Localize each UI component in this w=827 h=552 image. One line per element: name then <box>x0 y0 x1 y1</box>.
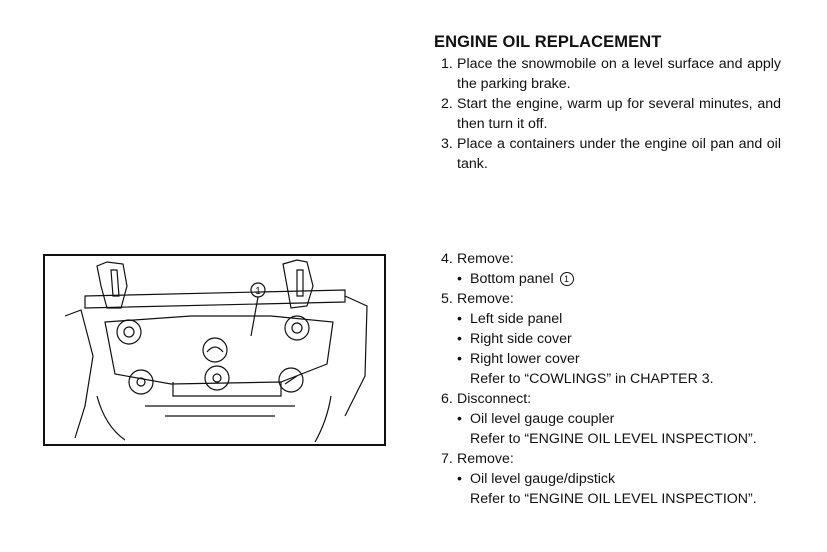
step-number: 6. <box>441 391 453 407</box>
item-text: Bottom panel <box>470 271 554 287</box>
bullet: • <box>457 411 462 427</box>
left-bracket-slot <box>110 269 120 297</box>
opening-lower-left <box>128 369 154 395</box>
step-7: 7. Remove: <box>441 449 781 469</box>
left-hose <box>96 395 126 441</box>
step-number: 2. <box>441 96 453 112</box>
step-5: 5. Remove: <box>441 289 781 309</box>
reference-note: Refer to “ENGINE OIL LEVEL INSPECTION”. <box>470 491 757 507</box>
callout-number: 1 <box>559 272 574 286</box>
step-number: 3. <box>441 136 453 152</box>
list-item: • Bottom panel 1 <box>441 269 781 289</box>
item-text: Right lower cover <box>470 351 580 367</box>
step-number: 7. <box>441 451 453 467</box>
step-text: Start the engine, warm up for several mi… <box>457 96 781 132</box>
right-bracket-slot <box>296 269 304 297</box>
right-bracket <box>282 259 314 309</box>
frame-bar <box>84 289 346 309</box>
callout-leader-line <box>250 296 259 337</box>
item-text: Right side cover <box>470 331 572 347</box>
callout-label: 1 <box>255 286 261 297</box>
opening-center <box>202 337 228 363</box>
bolt-icon <box>136 377 146 387</box>
step-1: 1. Place the snowmobile on a level surfa… <box>441 54 781 94</box>
left-side-outline <box>64 309 94 439</box>
reference-note: Refer to “ENGINE OIL LEVEL INSPECTION”. <box>470 431 757 447</box>
step-number: 4. <box>441 251 453 267</box>
step-text: Place a containers under the engine oil … <box>457 136 781 172</box>
list-item: • Oil level gauge coupler <box>441 409 781 429</box>
opening-lower-center <box>204 365 230 391</box>
reference-note: Refer to “COWLINGS” in CHAPTER 3. <box>470 371 714 387</box>
item-text: Oil level gauge/dipstick <box>470 471 616 487</box>
bottom-panel-illustration: 1 <box>43 254 386 446</box>
step-4: 4. Remove: <box>441 249 781 269</box>
bolt-icon <box>212 373 222 383</box>
opening-upper-right <box>284 315 310 341</box>
left-bracket <box>96 261 128 309</box>
list-item: • Right lower cover <box>441 349 781 369</box>
opening-lower-right <box>278 367 304 393</box>
step-3: 3. Place a containers under the engine o… <box>441 134 781 174</box>
bolt-icon <box>123 326 135 338</box>
bullet: • <box>457 471 462 487</box>
step-text: Remove: <box>457 291 514 307</box>
bottom-panel <box>104 315 334 385</box>
right-hose <box>314 395 332 443</box>
undercarriage-lines <box>145 405 295 417</box>
step-text: Place the snowmobile on a level surface … <box>457 56 781 92</box>
bullet: • <box>457 351 462 367</box>
step-text: Remove: <box>457 251 514 267</box>
bolt-icon <box>291 322 303 334</box>
item-text: Oil level gauge coupler <box>470 411 615 427</box>
drain-line-icon <box>284 375 298 385</box>
opening-upper-left <box>116 319 142 345</box>
step-6: 6. Disconnect: <box>441 389 781 409</box>
steps-list-top: 1. Place the snowmobile on a level surfa… <box>441 54 781 174</box>
panel-lower-edge <box>172 382 282 397</box>
list-item: • Right side cover <box>441 329 781 349</box>
steps-list-bottom: 4. Remove: • Bottom panel 1 5. Remove: •… <box>441 249 781 509</box>
bullet: • <box>457 311 462 327</box>
item-with-callout: Bottom panel 1 <box>470 269 574 289</box>
bullet: • <box>457 331 462 347</box>
right-side-outline <box>344 295 368 417</box>
step-number: 5. <box>441 291 453 307</box>
bottom-panel-drawing: 1 <box>64 259 368 443</box>
list-item: • Oil level gauge/dipstick <box>441 469 781 489</box>
section-title: ENGINE OIL REPLACEMENT <box>434 33 662 51</box>
list-item: • Left side panel <box>441 309 781 329</box>
step-text: Remove: <box>457 451 514 467</box>
oil-pan-plug-icon <box>206 346 224 353</box>
step-number: 1. <box>441 56 453 72</box>
step-2: 2. Start the engine, warm up for several… <box>441 94 781 134</box>
step-text: Disconnect: <box>457 391 532 407</box>
bullet: • <box>457 271 462 287</box>
item-text: Left side panel <box>470 311 563 327</box>
